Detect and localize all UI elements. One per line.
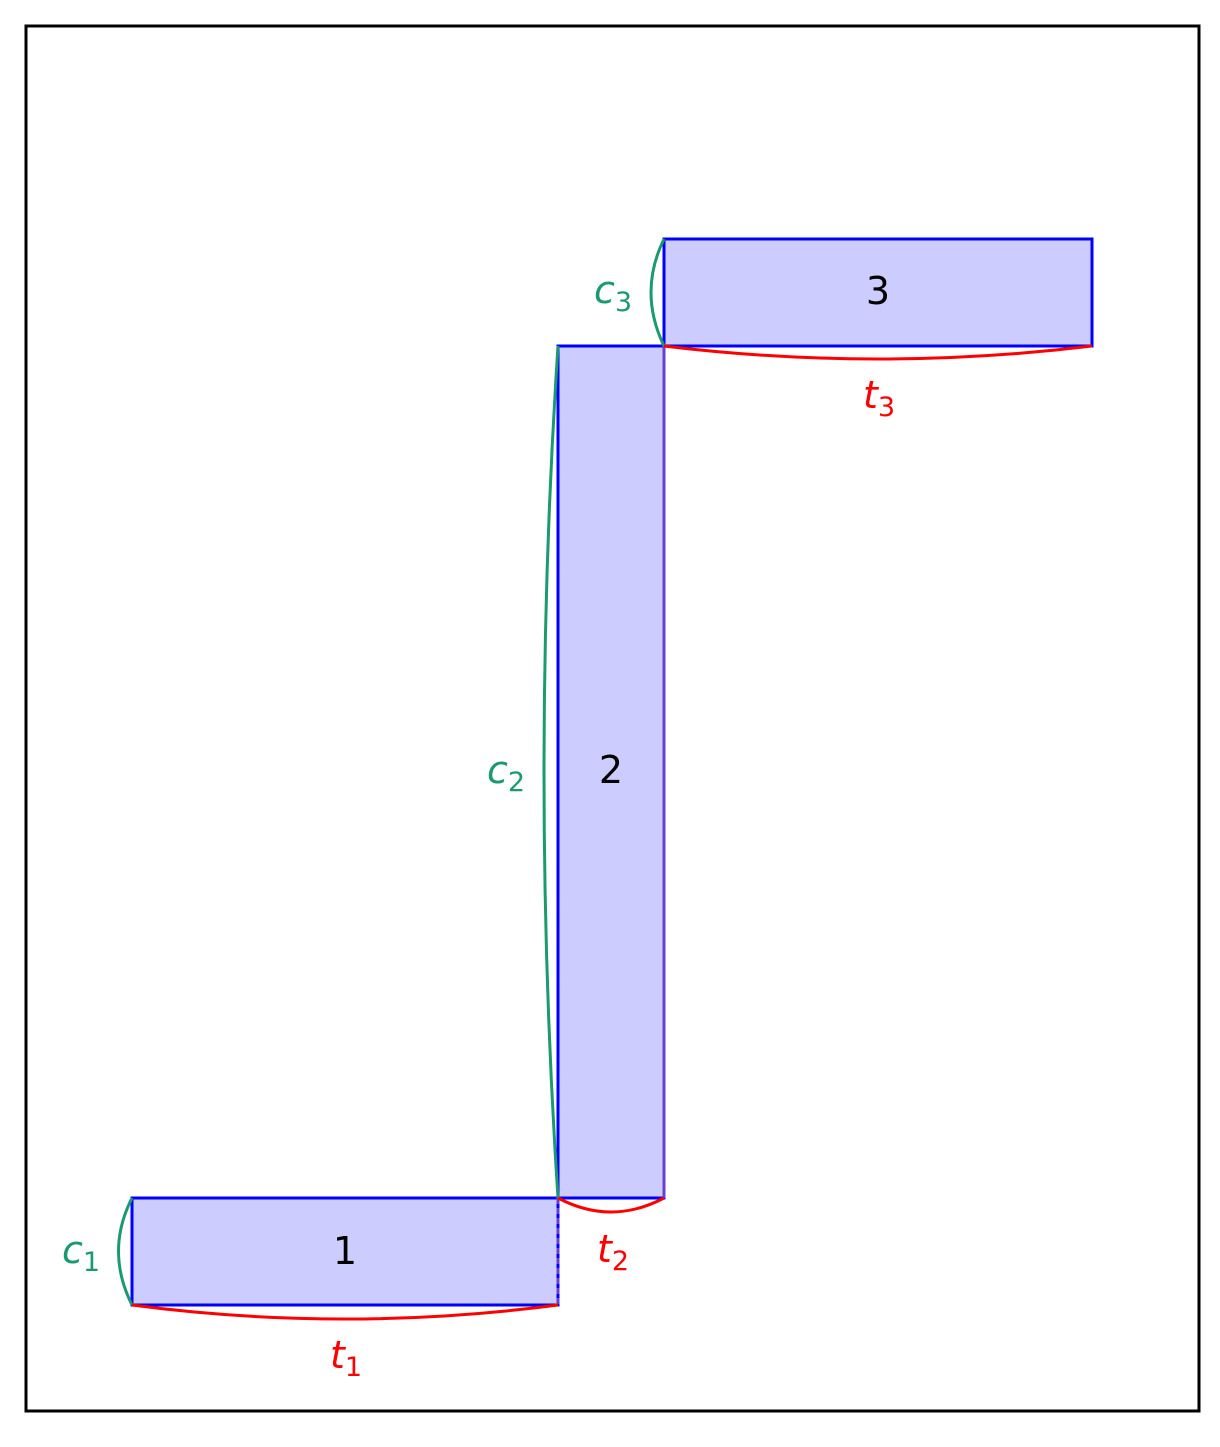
c1-label: c1 — [62, 1228, 100, 1278]
panel-2: 2 — [556, 344, 666, 1200]
panel-3: 3 — [662, 237, 1094, 348]
c2-label: c2 — [487, 748, 525, 798]
c3-dimension-arc — [649, 238, 666, 347]
c1-dimension-arc — [117, 1197, 134, 1306]
panel-3-label: 3 — [866, 269, 890, 313]
frame-border — [24, 24, 1201, 1413]
panel-1: 1 — [130, 1196, 560, 1307]
panel-2-rect — [556, 344, 666, 1200]
t3-label: t3 — [863, 373, 895, 423]
c3-label: c3 — [594, 268, 632, 318]
panel-1-label: 1 — [333, 1229, 357, 1273]
panel-3-rect — [662, 237, 1094, 348]
t3-dimension-arc — [663, 344, 1093, 361]
t2-label: t2 — [597, 1227, 629, 1277]
c2-dimension-arc — [542, 345, 560, 1199]
t2-dimension-arc — [557, 1196, 665, 1214]
t1-dimension-arc — [131, 1303, 559, 1321]
t1-label: t1 — [330, 1333, 362, 1383]
panel-2-label: 2 — [599, 748, 623, 792]
panel-1-rect — [130, 1196, 560, 1307]
